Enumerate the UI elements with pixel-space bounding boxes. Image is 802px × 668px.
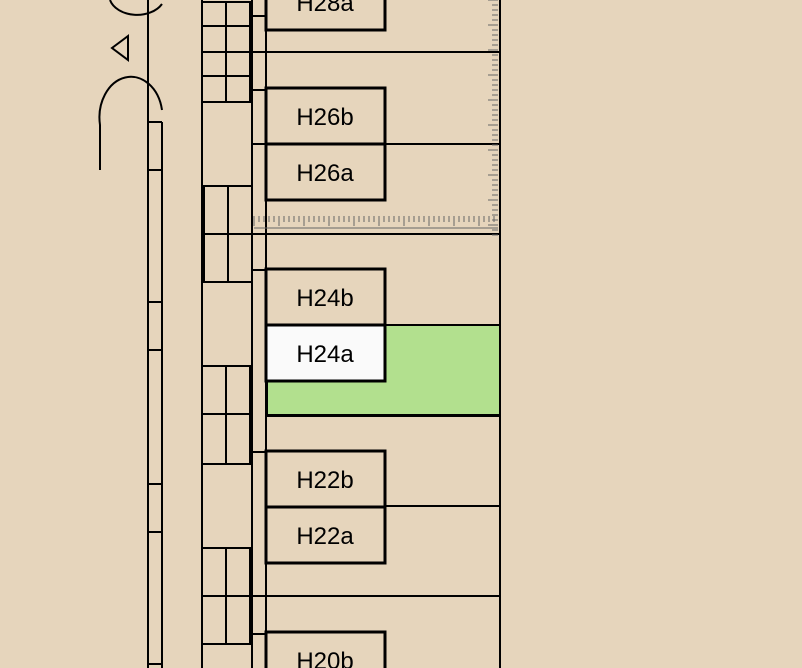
room-h22b[interactable]: H22b <box>264 449 387 509</box>
room-box[interactable] <box>264 86 387 146</box>
corridor-lines <box>147 0 163 668</box>
room-label: H24b <box>296 285 353 312</box>
room-h28a[interactable]: H28a <box>264 0 387 32</box>
room-h26a[interactable]: H26a <box>264 142 387 202</box>
door-arc-icon <box>98 0 163 170</box>
room-label: H22a <box>296 523 354 550</box>
room-box[interactable] <box>264 449 387 509</box>
room-h26b[interactable]: H26b <box>264 86 387 146</box>
room-label: H22b <box>296 467 353 494</box>
room-label: H26b <box>296 104 353 131</box>
room-box[interactable] <box>264 630 387 668</box>
room-label: H28a <box>296 0 354 17</box>
triangle-marker-icon <box>110 34 129 62</box>
room-h24b[interactable]: H24b <box>264 267 387 327</box>
room-h20b[interactable]: H20b <box>264 630 387 668</box>
room-box[interactable] <box>264 0 387 32</box>
measuring-ruler <box>253 0 498 236</box>
room-box[interactable] <box>264 323 387 383</box>
room-box[interactable] <box>264 142 387 202</box>
room-box[interactable] <box>264 505 387 565</box>
room-label: H20b <box>296 648 353 668</box>
room-label: H26a <box>296 160 354 187</box>
room-h22a[interactable]: H22a <box>264 505 387 565</box>
room-h24a[interactable]: H24a <box>264 323 387 383</box>
room-box[interactable] <box>264 267 387 327</box>
